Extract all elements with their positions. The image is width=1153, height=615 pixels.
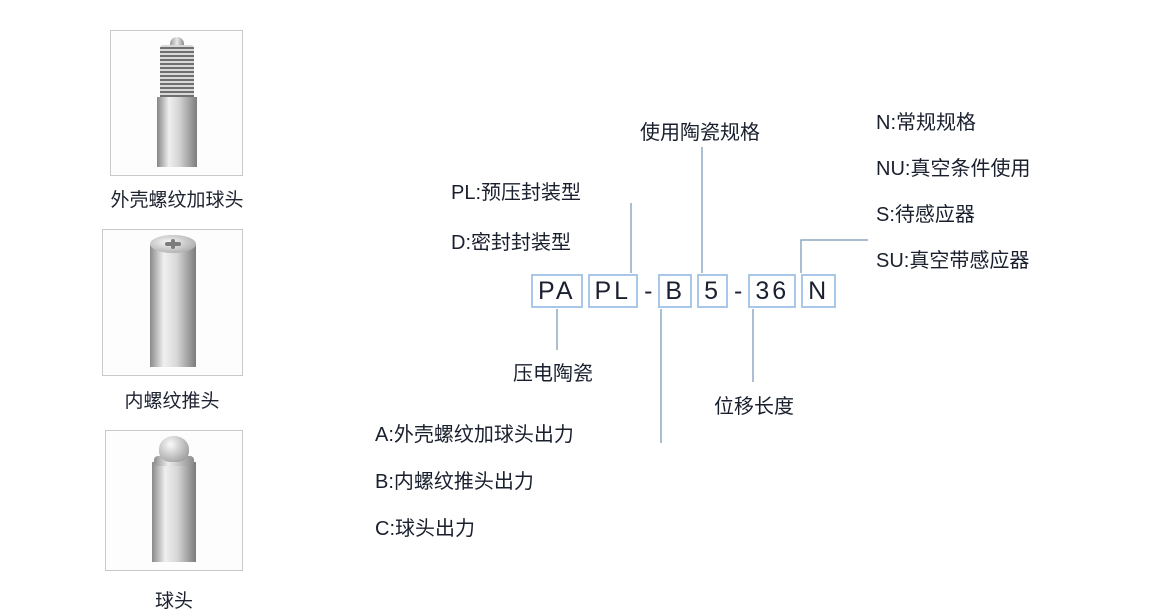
callout-output-options: A:外壳螺纹加球头出力 B:内螺纹推头出力 C:球头出力 bbox=[375, 412, 574, 553]
code-segment-ceramic: 5 bbox=[697, 274, 729, 308]
callout-package-options: PL:预压封装型 D:密封封装型 bbox=[451, 168, 581, 268]
rod-body bbox=[149, 244, 196, 367]
rod-thread bbox=[159, 45, 194, 97]
sensor-option-s: S:待感应器 bbox=[876, 204, 975, 226]
product-label-internal-thread-head: 内螺纹推头 bbox=[124, 391, 220, 412]
flat-top-rod-illustration bbox=[149, 235, 196, 367]
rod-cross-slot bbox=[164, 242, 181, 246]
callout-ceramic-spec: 使用陶瓷规格 bbox=[640, 122, 760, 144]
ball-head-rod-illustration bbox=[152, 436, 196, 562]
threaded-rod-illustration bbox=[156, 37, 197, 167]
sensor-option-nu: NU:真空条件使用 bbox=[876, 158, 1031, 180]
code-segment-output: B bbox=[658, 274, 693, 308]
callout-displacement-length: 位移长度 bbox=[714, 396, 794, 418]
code-segment-series: PA bbox=[531, 274, 583, 308]
product-image-threaded-ball-head bbox=[110, 30, 243, 176]
code-segment-sensor: N bbox=[801, 274, 837, 308]
package-option-d: D:密封封装型 bbox=[451, 232, 571, 254]
sensor-option-su: SU:真空带感应器 bbox=[876, 250, 1030, 272]
output-option-c: C:球头出力 bbox=[375, 518, 475, 540]
rod-tip bbox=[169, 37, 184, 45]
line-n-sensor bbox=[800, 239, 868, 273]
product-label-ball-head: 球头 bbox=[154, 591, 193, 612]
code-dash: - bbox=[734, 276, 743, 305]
rod-ball bbox=[159, 436, 189, 462]
code-dash: - bbox=[644, 276, 653, 305]
product-image-internal-thread-head bbox=[102, 229, 243, 376]
callout-sensor-options: N:常规规格 NU:真空条件使用 S:待感应器 SU:真空带感应器 bbox=[876, 100, 1030, 284]
product-image-ball-head bbox=[105, 430, 243, 571]
product-label-threaded-ball-head: 外壳螺纹加球头 bbox=[110, 190, 244, 211]
sensor-option-n: N:常规规格 bbox=[876, 112, 976, 134]
rod-body bbox=[152, 462, 196, 562]
code-segment-package: PL bbox=[587, 274, 639, 308]
code-segment-displacement: 36 bbox=[748, 274, 797, 308]
output-option-a: A:外壳螺纹加球头出力 bbox=[375, 424, 574, 446]
callout-piezo-ceramic: 压电陶瓷 bbox=[513, 363, 593, 385]
rod-body bbox=[156, 97, 197, 167]
output-option-b: B:内螺纹推头出力 bbox=[375, 471, 534, 493]
package-option-pl: PL:预压封装型 bbox=[451, 182, 582, 204]
model-code-row: PA PL - B 5 - 36 N bbox=[531, 274, 837, 308]
